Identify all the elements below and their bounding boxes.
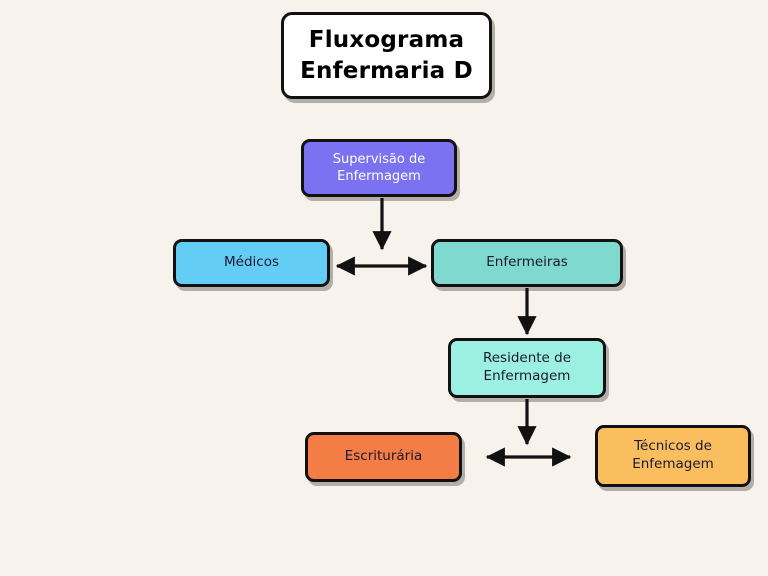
node-residente-de-enfermagem[interactable]: Residente de Enfermagem [448, 338, 606, 398]
diagram-title-line-1: Fluxograma [308, 27, 465, 54]
node-tecnicos-de-enfemagem[interactable]: Técnicos de Enfemagem [595, 425, 751, 487]
node-medicos[interactable]: Médicos [173, 239, 330, 287]
node-escrituraria[interactable]: Escriturária [305, 432, 462, 482]
node-enfermeiras[interactable]: Enfermeiras [431, 239, 623, 287]
node-medicos-label: Médicos [224, 254, 279, 271]
node-residente-line-2: Enfermagem [483, 368, 571, 384]
node-supervisao-de-enfermagem[interactable]: Supervisão de Enfermagem [301, 139, 457, 197]
node-residente-line-1: Residente de [482, 350, 572, 367]
node-tecnicos-line-1: Técnicos de [634, 438, 712, 455]
node-tecnicos-line-2: Enfemagem [632, 456, 714, 472]
diagram-title-box: Fluxograma Enfermaria D [281, 12, 492, 99]
node-enfermeiras-label: Enfermeiras [486, 254, 568, 271]
node-escrituraria-label: Escriturária [344, 448, 423, 465]
diagram-title-line-2: Enfermaria D [300, 57, 473, 84]
node-supervisao-line-2: Enfermagem [337, 169, 421, 184]
node-supervisao-line-1: Supervisão de [332, 151, 426, 167]
